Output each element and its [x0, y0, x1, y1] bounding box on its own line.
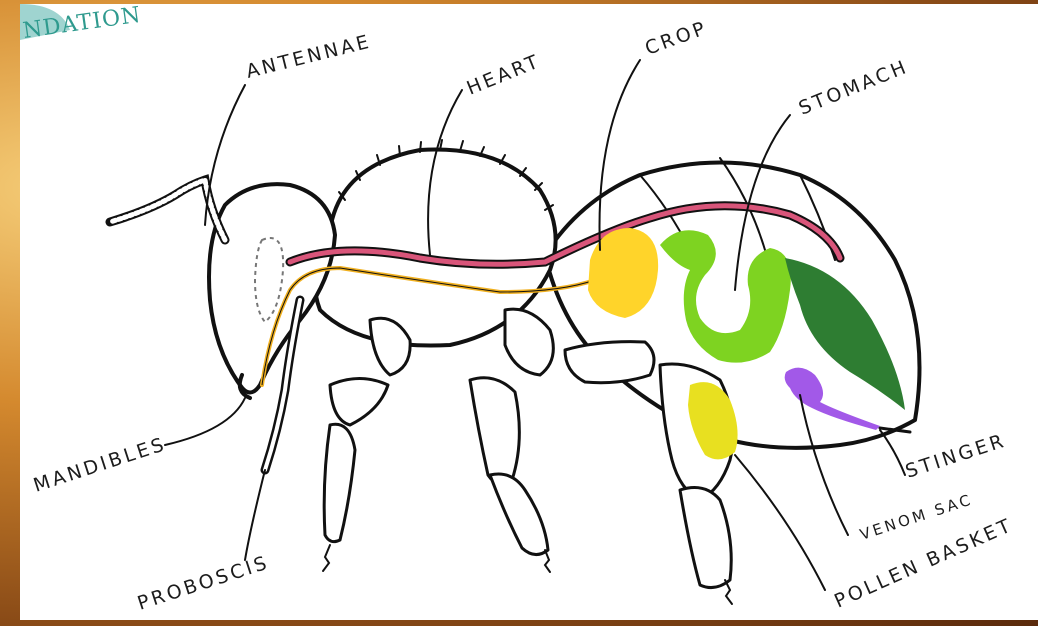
label-proboscis: PROBOSCIS — [135, 551, 272, 614]
hind-foot — [725, 580, 732, 604]
label-crop: CROP — [642, 17, 711, 60]
label-heart: HEART — [464, 50, 544, 100]
label-mandibles: MANDIBLES — [31, 433, 170, 497]
middle-leg-mid — [470, 378, 519, 484]
label-antennae: ANTENNAE — [244, 30, 374, 82]
label-stomach: STOMACH — [796, 56, 912, 120]
leader-proboscis — [245, 470, 265, 560]
middle-leg-upper — [505, 309, 553, 375]
hind-leg-lower — [680, 488, 731, 588]
head — [209, 184, 335, 392]
front-foot — [323, 545, 330, 571]
antenna-segments — [110, 180, 225, 240]
label-stinger: STINGER — [903, 430, 1009, 483]
front-leg-mid — [330, 379, 388, 426]
leader-mandibles — [165, 398, 245, 445]
leader-stinger — [880, 430, 905, 475]
diagram-panel: NDATION — [20, 4, 1038, 620]
middle-foot — [545, 550, 550, 572]
bee-anatomy-diagram: NDATION — [20, 4, 1038, 620]
leader-pollen-basket — [735, 455, 825, 590]
middle-leg-lower — [490, 474, 548, 555]
hind-leg-upper — [565, 342, 654, 383]
front-leg-lower — [324, 424, 355, 541]
